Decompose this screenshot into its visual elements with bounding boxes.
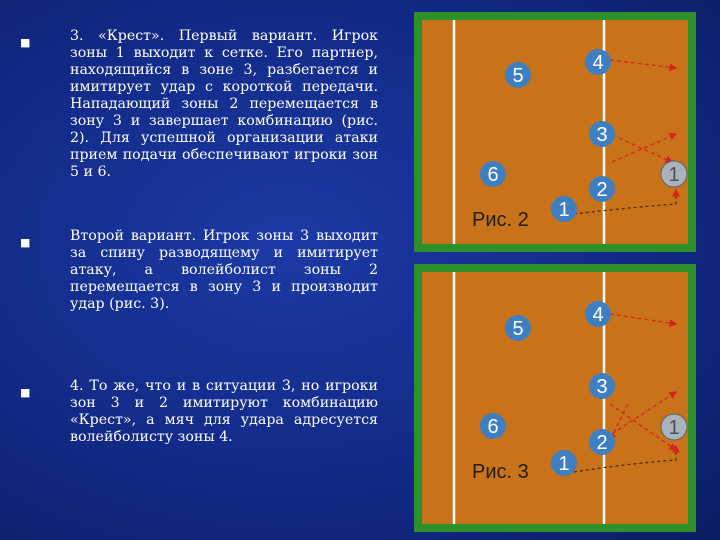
path-arrow	[611, 391, 678, 435]
player-1: 1	[551, 450, 577, 476]
court-diagram-fig2: 4 5 3 6 1 2 1 Рис. 2	[414, 12, 696, 252]
player-3: 3	[589, 373, 615, 399]
svg-text:2: 2	[596, 432, 607, 454]
path-arrow	[573, 188, 680, 215]
court-diagram-fig3: 5 4 3 6 1 2 1 Рис. 3	[414, 264, 696, 532]
player-6: 6	[480, 413, 506, 439]
bullet-marker: ■	[20, 386, 31, 399]
svg-text:2: 2	[596, 179, 607, 201]
svg-text:1: 1	[558, 453, 569, 475]
svg-text:1: 1	[558, 199, 569, 221]
player-2: 2	[589, 429, 615, 455]
path-arrow	[611, 133, 678, 163]
player-1-origin: 1	[660, 413, 688, 441]
player-4: 4	[585, 49, 611, 75]
path-arrow	[573, 444, 680, 473]
svg-text:5: 5	[512, 65, 523, 87]
figure-caption: Рис. 2	[472, 209, 529, 231]
player-1: 1	[551, 196, 577, 222]
player-4: 4	[585, 301, 611, 327]
player-2: 2	[589, 176, 615, 202]
svg-text:5: 5	[512, 318, 523, 340]
paragraph-variant-2: Второй вариант. Игрок зоны 3 выходит за …	[70, 228, 378, 312]
svg-text:3: 3	[596, 124, 607, 146]
bullet-marker: ■	[20, 236, 31, 249]
svg-text:1: 1	[668, 417, 679, 439]
svg-text:4: 4	[592, 52, 603, 74]
player-1-origin: 1	[660, 160, 688, 188]
svg-text:6: 6	[487, 416, 498, 438]
court-surface	[422, 272, 688, 524]
player-5: 5	[505, 315, 531, 341]
svg-text:3: 3	[596, 376, 607, 398]
path-arrow	[618, 137, 674, 163]
paragraph-variant-1: 3. «Крест». Первый вариант. Игрок зоны 1…	[70, 28, 378, 180]
bullet-marker: ■	[20, 36, 31, 49]
svg-text:1: 1	[668, 164, 679, 186]
paragraph-variant-4: 4. То же, что и в ситуации 3, но игроки …	[70, 378, 378, 445]
figure-caption: Рис. 3	[472, 461, 529, 483]
player-6: 6	[480, 161, 506, 187]
svg-text:6: 6	[487, 164, 498, 186]
player-5: 5	[505, 62, 531, 88]
player-3: 3	[589, 121, 615, 147]
svg-text:4: 4	[592, 304, 603, 326]
